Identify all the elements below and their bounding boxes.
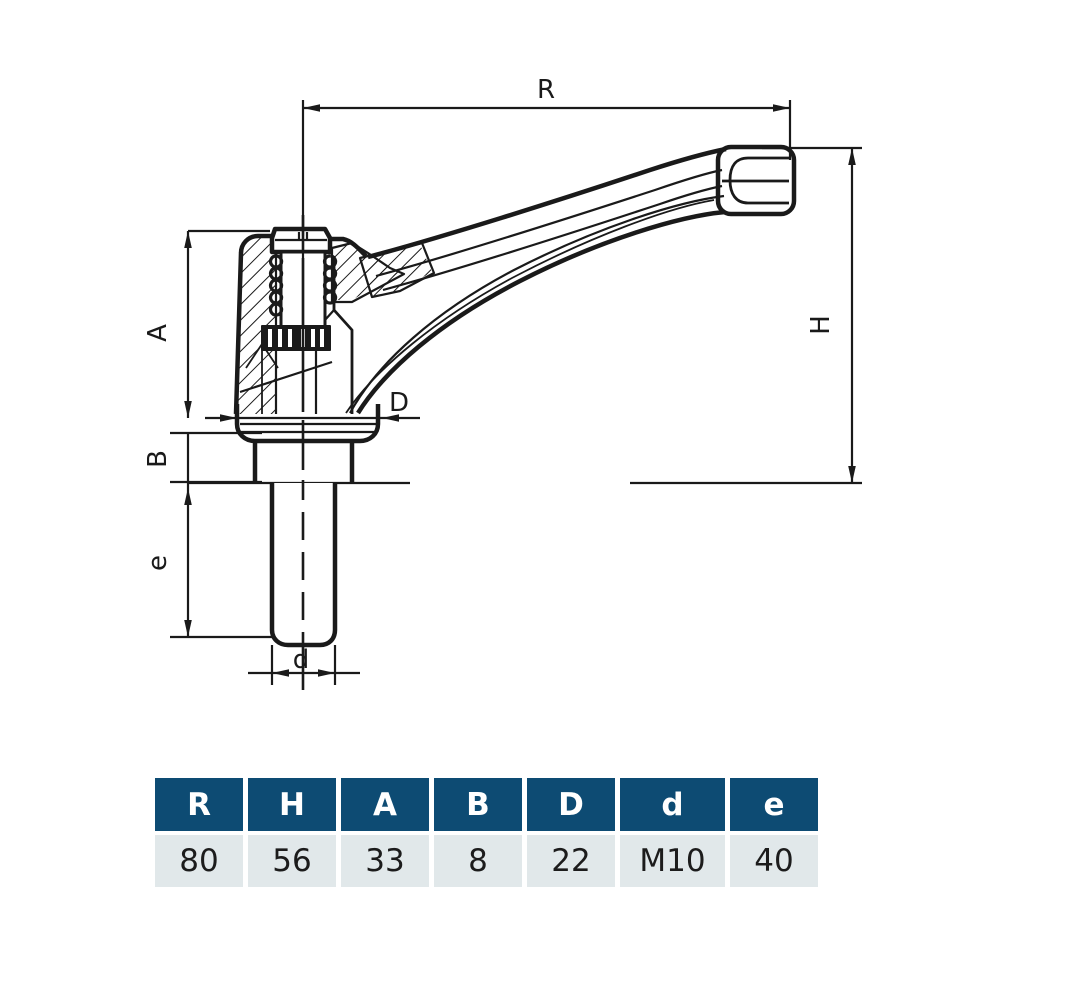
dimension-label-H: H — [806, 315, 836, 335]
table-value-cell-R: 80 — [155, 835, 243, 887]
table-value-cell-H: 56 — [248, 835, 336, 887]
table-value-cell-d: M10 — [620, 835, 725, 887]
table-header-row: R H A B D d e — [155, 778, 818, 831]
dimension-D — [205, 414, 420, 422]
table-header-cell-B: B — [434, 778, 522, 831]
dimension-e — [170, 482, 272, 639]
table-value-cell-A: 33 — [341, 835, 429, 887]
table-header-cell-D: D — [527, 778, 615, 831]
table-header-cell-H: H — [248, 778, 336, 831]
dimension-label-D: D — [389, 388, 409, 418]
table-value-cell-D: 22 — [527, 835, 615, 887]
dimension-label-d: d — [293, 645, 310, 675]
table-value-cell-B: 8 — [434, 835, 522, 887]
table-header-cell-R: R — [155, 778, 243, 831]
table-header-cell-d: d — [620, 778, 725, 831]
dimension-label-A: A — [143, 324, 173, 342]
dimension-A — [184, 229, 270, 418]
specification-table: R H A B D d e 80 56 33 8 22 M10 40 — [155, 778, 818, 887]
table-value-cell-e: 40 — [730, 835, 818, 887]
table-header-cell-e: e — [730, 778, 818, 831]
dimension-label-e: e — [143, 555, 173, 571]
dimension-label-R: R — [537, 75, 555, 105]
lever-drawing-svg: R H A B e D d — [143, 75, 862, 690]
table-data-row: 80 56 33 8 22 M10 40 — [155, 835, 818, 887]
shaft-collar — [188, 441, 410, 485]
lever-head-body — [233, 233, 436, 444]
table-header-cell-A: A — [341, 778, 429, 831]
technical-drawing: R H A B e D d — [143, 75, 862, 690]
lever-handle-arm — [345, 144, 797, 415]
dimension-label-B: B — [143, 450, 173, 468]
serration-band — [261, 325, 331, 351]
